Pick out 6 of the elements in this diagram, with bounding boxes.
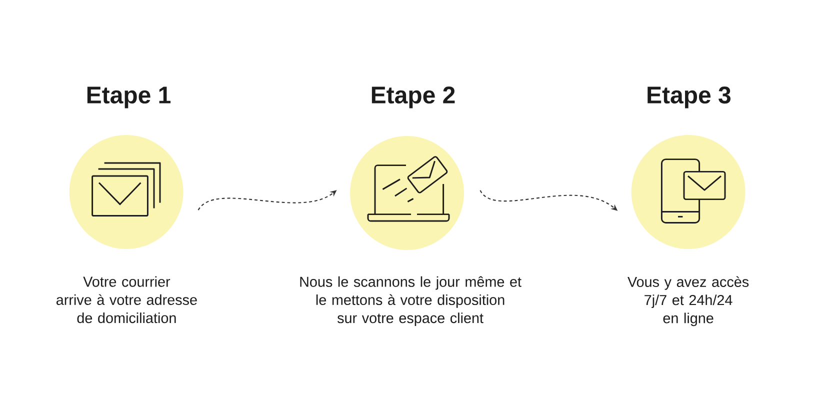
step-description: Nous le scannons le jour même et le mettons à votre disposition sur votre espace client — [300, 276, 522, 326]
step-heading: Etape 1 — [87, 86, 170, 108]
step-description: Vous y avez accès 7j/7 et 24h/24 en ligne — [628, 276, 749, 326]
step-description: Votre courrier arrive à votre adresse de domiciliation — [56, 276, 197, 324]
step-heading: Etape 2 — [372, 86, 455, 108]
step-heading: Etape 3 — [648, 86, 730, 108]
